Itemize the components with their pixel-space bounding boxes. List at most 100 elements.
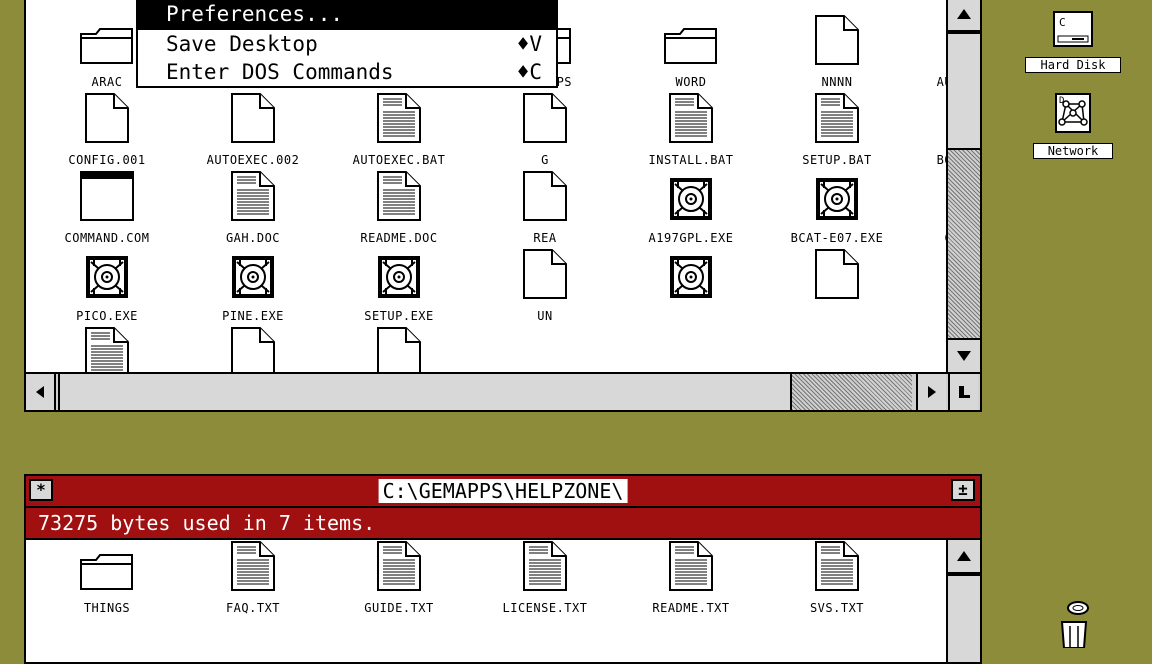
file-label: README.TXT bbox=[652, 601, 730, 615]
scroll-up-button[interactable] bbox=[948, 540, 980, 574]
desktop-icon-network[interactable]: D Network bbox=[1008, 92, 1138, 159]
file-icon[interactable] bbox=[908, 248, 946, 308]
scroll-left-button[interactable] bbox=[26, 374, 56, 410]
hscroll-thumb[interactable] bbox=[58, 374, 792, 410]
text-document-icon bbox=[377, 541, 421, 591]
text-document-icon bbox=[669, 541, 713, 591]
file-label: AUTOEXEC.002 bbox=[206, 153, 300, 167]
file-icon[interactable]: AUTOEXEC.BAT bbox=[324, 92, 474, 168]
scroll-track[interactable] bbox=[948, 150, 980, 344]
file-icon[interactable]: CHOICE.EXE bbox=[908, 170, 946, 246]
document-icon bbox=[85, 93, 129, 143]
file-icon[interactable] bbox=[762, 248, 912, 308]
file-glyph bbox=[616, 14, 766, 66]
scroll-up-button[interactable] bbox=[948, 0, 980, 32]
menu-item-save-desktop[interactable]: Save Desktop ♦V bbox=[138, 30, 556, 60]
file-glyph bbox=[908, 92, 946, 144]
file-icon[interactable]: NNNN bbox=[762, 14, 912, 90]
file-icon[interactable]: SETUP.EXE bbox=[324, 248, 474, 324]
hscroll-track[interactable] bbox=[792, 374, 912, 410]
file-label: WORD bbox=[675, 75, 707, 89]
file-icon[interactable]: WORD bbox=[616, 14, 766, 90]
menu-item-preferences[interactable]: Preferences... bbox=[138, 0, 556, 30]
file-window-root: ARACDOSFLMAILGEMAPPSWORDNNNNAUTOEXEC.001… bbox=[24, 0, 982, 412]
file-icon[interactable]: BCAT-E07.EXE bbox=[762, 170, 912, 246]
file-icon[interactable]: VER bbox=[908, 540, 946, 616]
file-icon[interactable] bbox=[324, 326, 474, 372]
file-icon[interactable]: AUTOEXEC.001 bbox=[908, 14, 946, 90]
file-label: GUIDE.TXT bbox=[364, 601, 434, 615]
file-icon[interactable]: AUTOEXEC.002 bbox=[178, 92, 328, 168]
file-label: INSTALL.BAT bbox=[648, 153, 734, 167]
text-document-icon bbox=[377, 93, 421, 143]
file-label: NNNN bbox=[821, 75, 853, 89]
menu-label: Enter DOS Commands bbox=[166, 60, 394, 84]
folder-icon bbox=[80, 554, 133, 590]
arrow-up-icon bbox=[957, 9, 971, 19]
file-icon[interactable]: BOOTSECT.BIN bbox=[908, 92, 946, 168]
file-label: BOOTSECT.BIN bbox=[936, 153, 946, 167]
file-icon[interactable]: ARAC bbox=[32, 14, 182, 90]
close-button[interactable]: * bbox=[29, 479, 53, 501]
text-document-icon bbox=[231, 171, 275, 221]
vertical-scrollbar[interactable] bbox=[946, 0, 980, 372]
vertical-scrollbar[interactable] bbox=[946, 540, 980, 664]
scroll-thumb[interactable] bbox=[948, 32, 980, 150]
fullsize-button[interactable]: ± bbox=[951, 479, 975, 501]
trash-can-icon bbox=[1060, 601, 1089, 649]
scroll-down-button[interactable] bbox=[948, 338, 980, 372]
file-icon[interactable]: THINGS bbox=[32, 540, 182, 616]
document-icon bbox=[231, 93, 275, 143]
file-glyph bbox=[32, 540, 182, 592]
file-label: UN bbox=[537, 309, 553, 323]
scroll-thumb[interactable] bbox=[948, 574, 980, 664]
file-icon[interactable]: COMMAND.COM bbox=[32, 170, 182, 246]
file-icon[interactable]: INSTALL.BAT bbox=[616, 92, 766, 168]
document-icon bbox=[523, 93, 567, 143]
menu-item-enter-dos-commands[interactable]: Enter DOS Commands ♦C bbox=[138, 58, 556, 88]
file-label: AUTOEXEC.BAT bbox=[352, 153, 446, 167]
file-icon[interactable] bbox=[32, 326, 182, 372]
folder-icon bbox=[664, 28, 717, 64]
file-icon[interactable]: REA bbox=[470, 170, 620, 246]
file-label: PICO.EXE bbox=[76, 309, 138, 323]
window-titlebar[interactable]: * C:\GEMAPPS\HELPZONE\ ± bbox=[26, 476, 980, 508]
file-icon[interactable]: PINE.EXE bbox=[178, 248, 328, 324]
desktop-icon-trash[interactable] bbox=[1052, 598, 1096, 652]
file-icon[interactable]: UN bbox=[470, 248, 620, 324]
file-icon[interactable] bbox=[616, 248, 766, 308]
file-glyph bbox=[32, 170, 182, 222]
text-document-icon bbox=[523, 541, 567, 591]
file-icon[interactable]: SVS.TXT bbox=[762, 540, 912, 616]
folder-icon bbox=[80, 28, 133, 64]
file-icon[interactable]: GUIDE.TXT bbox=[324, 540, 474, 616]
document-icon bbox=[523, 171, 567, 221]
menu-label: Save Desktop bbox=[166, 32, 318, 56]
file-icon[interactable]: README.TXT bbox=[616, 540, 766, 616]
file-glyph bbox=[178, 540, 328, 592]
file-icon[interactable]: GAH.DOC bbox=[178, 170, 328, 246]
file-icon[interactable]: LICENSE.TXT bbox=[470, 540, 620, 616]
file-icon[interactable]: G bbox=[470, 92, 620, 168]
file-icon[interactable]: SETUP.BAT bbox=[762, 92, 912, 168]
resize-handle[interactable] bbox=[948, 374, 978, 410]
file-icon[interactable]: FAQ.TXT bbox=[178, 540, 328, 616]
scroll-right-button[interactable] bbox=[916, 374, 946, 410]
file-icon[interactable]: PICO.EXE bbox=[32, 248, 182, 324]
file-icon[interactable]: CONFIG.001 bbox=[32, 92, 182, 168]
desktop-icon-hard-disk[interactable]: C Hard Disk bbox=[1008, 10, 1138, 73]
executable-icon bbox=[670, 256, 712, 298]
file-label: GAH.DOC bbox=[225, 231, 281, 245]
executable-icon bbox=[378, 256, 420, 298]
file-glyph bbox=[470, 540, 620, 592]
hard-disk-icon: C bbox=[1053, 11, 1093, 47]
file-icon[interactable]: README.DOC bbox=[324, 170, 474, 246]
menu-label: Preferences... bbox=[166, 2, 344, 26]
file-icon[interactable]: A197GPL.EXE bbox=[616, 170, 766, 246]
file-glyph bbox=[32, 248, 182, 300]
file-label: THINGS bbox=[83, 601, 131, 615]
helpzone-window: * C:\GEMAPPS\HELPZONE\ ± 73275 bytes use… bbox=[24, 474, 982, 664]
resize-icon bbox=[959, 386, 970, 398]
file-icon[interactable] bbox=[178, 326, 328, 372]
horizontal-scrollbar[interactable] bbox=[26, 372, 980, 410]
